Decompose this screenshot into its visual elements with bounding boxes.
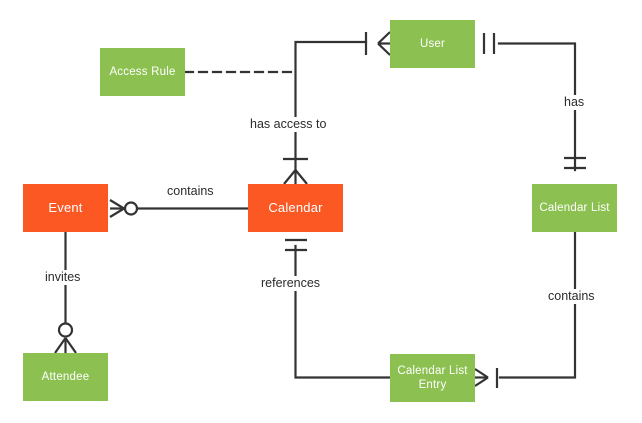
edge-has	[497, 42, 577, 172]
edge-references	[294, 244, 392, 379]
notation-one-or-many-cle-right	[474, 368, 499, 388]
notation-exactly-one-calendar-bottom	[285, 238, 307, 252]
edge-label-has-access-to: has access to	[247, 117, 330, 132]
entity-attendee-label: Attendee	[41, 371, 90, 383]
edge-label-references: references	[258, 276, 324, 291]
entity-event-label: Event	[48, 200, 83, 215]
notation-zero-or-many-attendee-top	[54, 322, 77, 354]
entity-user[interactable]: User	[390, 20, 475, 68]
entity-calendar-list-entry-label: Calendar List Entry	[397, 364, 467, 392]
entity-calendar-list[interactable]: Calendar List	[532, 184, 617, 232]
notation-one-or-many-user-left	[364, 31, 391, 56]
edge-label-contains-list-entry: contains	[545, 289, 598, 304]
entity-calendar-list-entry[interactable]: Calendar List Entry	[390, 354, 475, 402]
entity-access-rule[interactable]: Access Rule	[100, 48, 185, 96]
entity-access-rule-label: Access Rule	[109, 66, 176, 78]
entity-calendar-list-entry-label-line1: Calendar List	[397, 365, 468, 377]
edge-label-invites: invites	[42, 270, 84, 285]
notation-exactly-one-calendar-list-top	[564, 156, 586, 170]
edge-label-contains-event-calendar: contains	[164, 184, 217, 199]
notation-zero-or-many-event-right	[109, 199, 139, 218]
entity-calendar[interactable]: Calendar	[248, 184, 343, 232]
entity-calendar-label: Calendar	[268, 200, 323, 215]
entity-calendar-list-entry-label-line2: Entry	[418, 379, 447, 391]
entity-event[interactable]: Event	[23, 184, 108, 232]
entity-calendar-list-label: Calendar List	[539, 202, 610, 214]
edge-has-access-to	[294, 40, 368, 172]
notation-exactly-one-user-right	[482, 33, 496, 54]
entity-user-label: User	[419, 38, 446, 50]
notation-one-or-many-calendar-top	[283, 157, 308, 185]
edge-label-has: has	[561, 95, 588, 110]
edge-contains-list-entry	[498, 230, 577, 379]
entity-attendee[interactable]: Attendee	[23, 353, 108, 401]
